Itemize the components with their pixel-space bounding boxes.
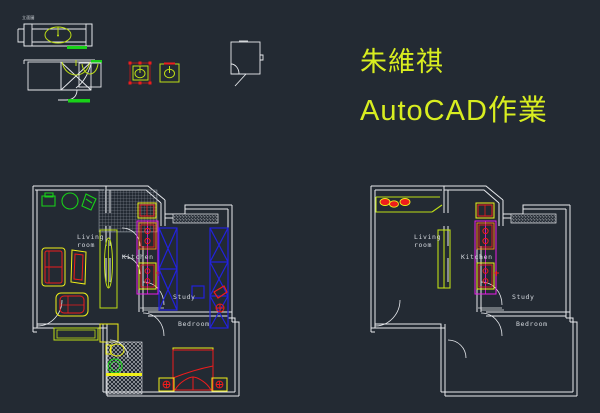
bedroom-double-bed xyxy=(172,347,214,391)
kitchen-stove-red-right xyxy=(476,222,495,250)
plan-cabinet-detail xyxy=(23,59,95,91)
plan-cabinet-basin xyxy=(61,60,91,76)
living-counter-green xyxy=(99,229,118,309)
side-basin-bowl xyxy=(81,63,99,75)
label-living-room-right: Living room xyxy=(414,233,442,249)
bathroom-yellow-threshold xyxy=(106,373,142,376)
study-lamp-red xyxy=(213,285,228,313)
balcony-grid-hatch xyxy=(98,189,158,233)
kitchen-sink-red xyxy=(138,262,161,290)
label-study-right: Study xyxy=(512,293,535,301)
kitchen-upper-cabinet-right xyxy=(475,202,495,219)
living-room-loveseat xyxy=(70,249,87,285)
label-living-room-left: Living room xyxy=(77,233,105,249)
label-kitchen-left: Kitchen xyxy=(122,253,154,261)
elevation-block-label: 立面圖 xyxy=(22,15,35,20)
sink-block-selected[interactable] xyxy=(128,61,152,85)
sink-block-plain[interactable] xyxy=(159,62,180,83)
label-study-left: Study xyxy=(173,293,196,301)
kitchen-stove-red xyxy=(138,222,157,250)
balcony-planters-right xyxy=(379,198,411,208)
plan-green-bar-right xyxy=(91,60,102,63)
bedroom-nightstands xyxy=(158,377,228,392)
study-window xyxy=(172,213,219,224)
balcony-planters xyxy=(41,192,97,211)
author-name: 朱維祺 xyxy=(360,47,444,78)
study-wardrobe-blue-right xyxy=(209,227,229,329)
title-block: 朱維祺 AutoCAD作業 xyxy=(360,47,548,128)
furnished-floor-plan xyxy=(32,185,240,397)
label-bedroom-right: Bedroom xyxy=(516,320,548,328)
entry-shoe-cabinet xyxy=(53,323,119,343)
balcony-rail-green-right xyxy=(375,196,443,213)
kitchen-upper-cabinet xyxy=(137,202,157,219)
bare-floor-plan xyxy=(370,185,578,397)
plan-outflow-pipe xyxy=(58,89,78,101)
label-kitchen-right: Kitchen xyxy=(461,253,493,261)
kitchen-sink-red-right xyxy=(476,262,499,290)
bathroom-toilet xyxy=(105,343,125,357)
elevation-sink-bowl xyxy=(44,26,72,44)
door-swing-detail xyxy=(230,40,264,87)
label-bedroom-left: Bedroom xyxy=(178,320,210,328)
study-wardrobe-blue-left xyxy=(158,227,178,311)
plan-green-bar-bottom xyxy=(68,99,90,103)
study-desk-blue xyxy=(191,285,205,299)
assignment-title: AutoCAD作業 xyxy=(360,95,548,127)
side-basin-detail xyxy=(78,62,102,88)
partition-green-right xyxy=(437,229,451,289)
door-swings-right xyxy=(374,281,504,359)
study-window-right xyxy=(510,213,557,224)
living-room-sofa-set xyxy=(41,247,66,287)
elevation-green-bar xyxy=(67,46,87,49)
living-room-armchair xyxy=(55,292,89,317)
